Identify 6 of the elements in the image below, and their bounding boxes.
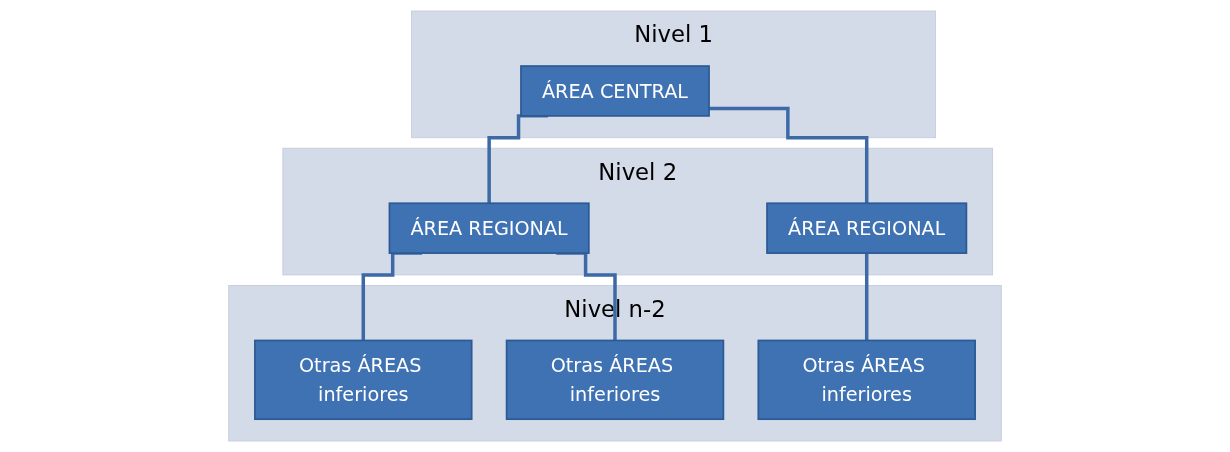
node-box: ÁREA REGIONAL <box>766 202 968 254</box>
node-box: ÁREA CENTRAL <box>520 65 710 117</box>
node-box: ÁREA REGIONAL <box>388 202 590 254</box>
node-box: Otras ÁREAS inferiores <box>757 339 976 421</box>
node-box: Otras ÁREAS inferiores <box>505 339 725 421</box>
node-box: Otras ÁREAS inferiores <box>254 339 473 421</box>
